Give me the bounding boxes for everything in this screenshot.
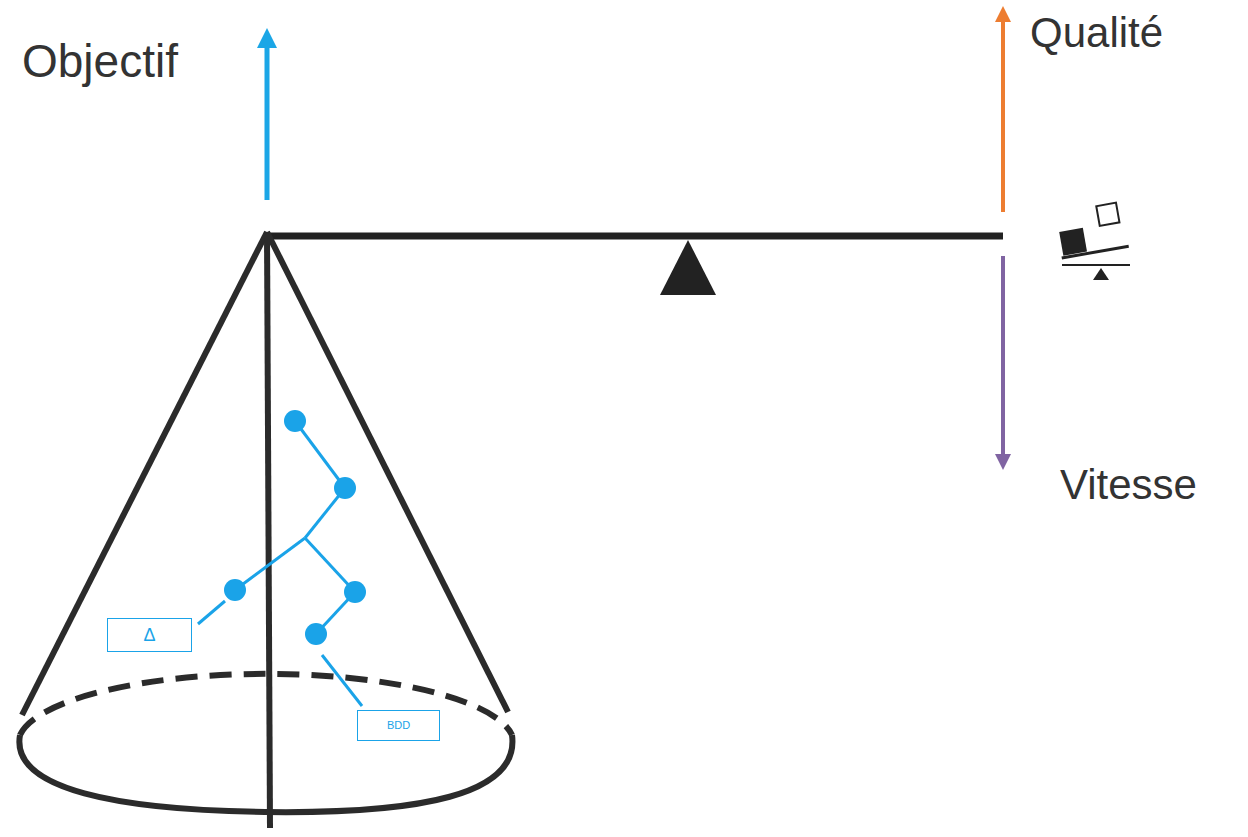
fulcrum xyxy=(660,240,716,295)
quality-arrow xyxy=(1001,14,1005,212)
callout-box: Δ xyxy=(107,618,192,652)
balance-beam xyxy=(267,233,1003,240)
callout-box: BDD xyxy=(357,710,440,741)
cone xyxy=(19,232,512,828)
speed-arrow xyxy=(1001,256,1005,462)
tree-dots xyxy=(224,410,366,645)
axis-label: Objectif xyxy=(22,38,178,84)
tree-lines xyxy=(198,421,362,706)
callout-text: Δ xyxy=(143,626,155,644)
axis-label: Qualité xyxy=(1030,12,1163,54)
objective-arrow xyxy=(265,38,270,200)
callout-text: BDD xyxy=(387,720,410,731)
balance-icon xyxy=(1054,202,1130,280)
axis-label: Vitesse xyxy=(1060,464,1197,506)
